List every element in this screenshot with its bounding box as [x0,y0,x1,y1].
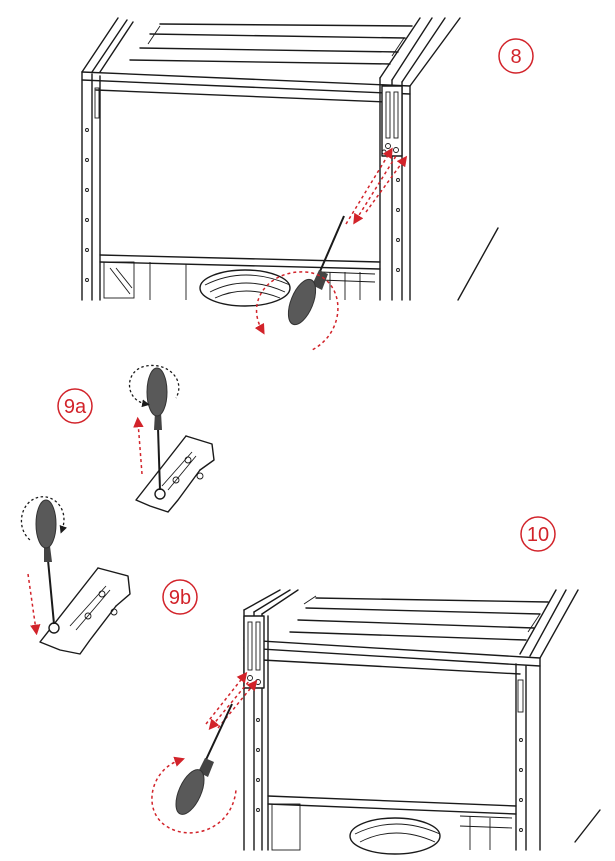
screwdriver-icon [175,703,233,815]
step-label-9a: 9a [64,396,87,418]
screwdriver-icon [146,367,168,491]
rotation-arrow-icon [129,364,180,408]
screwdriver-icon [287,215,345,326]
screwdriver-icon [35,499,57,625]
compressor-area [99,254,381,307]
hinge-bracket-icon [381,85,403,157]
step-label-8: 8 [510,46,521,68]
hinge-bracket-icon [243,615,265,689]
step-label-9b: 9b [169,587,191,609]
compressor-area [267,795,517,855]
cabinet-top-frame [81,17,461,87]
step-label-10: 10 [527,524,549,546]
step-badge-10: 10 [520,516,556,552]
cabinet-top-frame [243,589,579,659]
hinge-bracket-icon [39,567,131,655]
step-10-illustration [151,589,601,855]
step-8-illustration [81,17,499,351]
step-badge-9b: 9b [162,579,198,615]
rotation-arrow-icon [151,756,237,834]
step-9a-illustration [129,364,215,513]
step-badge-8: 8 [498,38,534,74]
step-9b-illustration [20,496,131,655]
cabinet-right-post [515,657,541,851]
hinge-bracket-icon [135,435,215,513]
cabinet-left-post [81,71,101,301]
step-badge-9a: 9a [57,388,93,424]
rotation-arrow-icon [20,496,67,541]
